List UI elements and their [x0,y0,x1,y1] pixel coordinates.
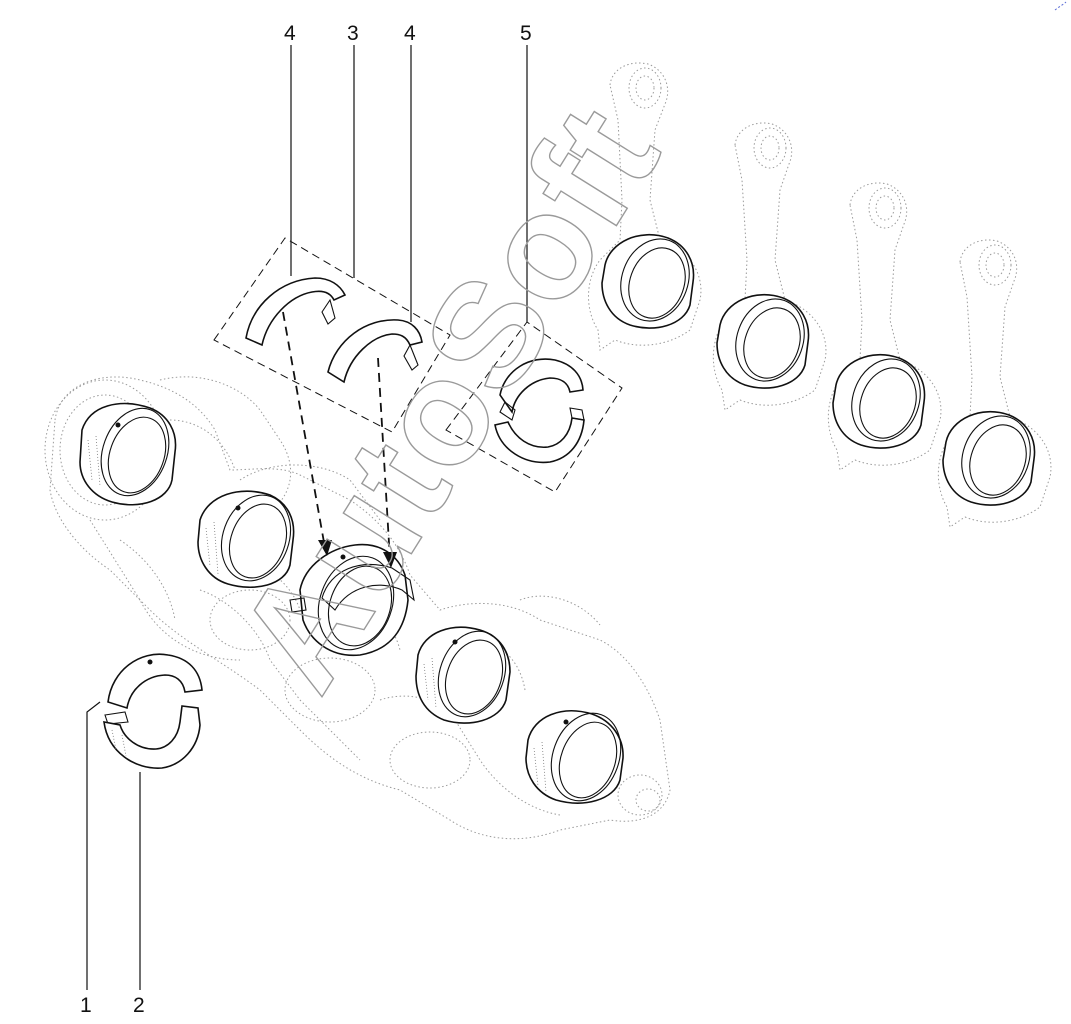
main-bearing-shell-2 [197,490,295,588]
callout-label-2: 2 [133,994,145,1017]
callout-label-4-right: 4 [404,22,416,45]
corner-mark [1054,1,1067,11]
rod-bearing-group-box [445,321,623,493]
loose-main-bearing-shells [103,653,203,769]
crankshaft-ghost [44,376,671,840]
installation-arrows [282,311,397,568]
callout-label-5: 5 [520,22,532,45]
connecting-rod-4 [937,239,1052,528]
callout-label-1: 1 [80,994,92,1017]
callout-numbers: 4 3 4 5 1 2 [80,22,532,1017]
main-bearing-shell-1 [79,402,177,506]
watermark: AutoSoft [204,77,692,718]
callout-label-4-left: 4 [284,22,296,45]
connecting-rod-1 [588,62,702,351]
connecting-rod-2 [712,122,827,411]
main-bearing-shell-4 [415,626,511,724]
callout-label-3: 3 [347,22,359,45]
main-bearing-shell-center [289,543,415,657]
watermark-text: AutoSoft [205,77,691,717]
leader-lines [86,45,528,990]
connecting-rod-3 [827,182,942,471]
thrust-washer-group-box [213,237,451,433]
main-bearing-shell-5 [525,710,624,804]
